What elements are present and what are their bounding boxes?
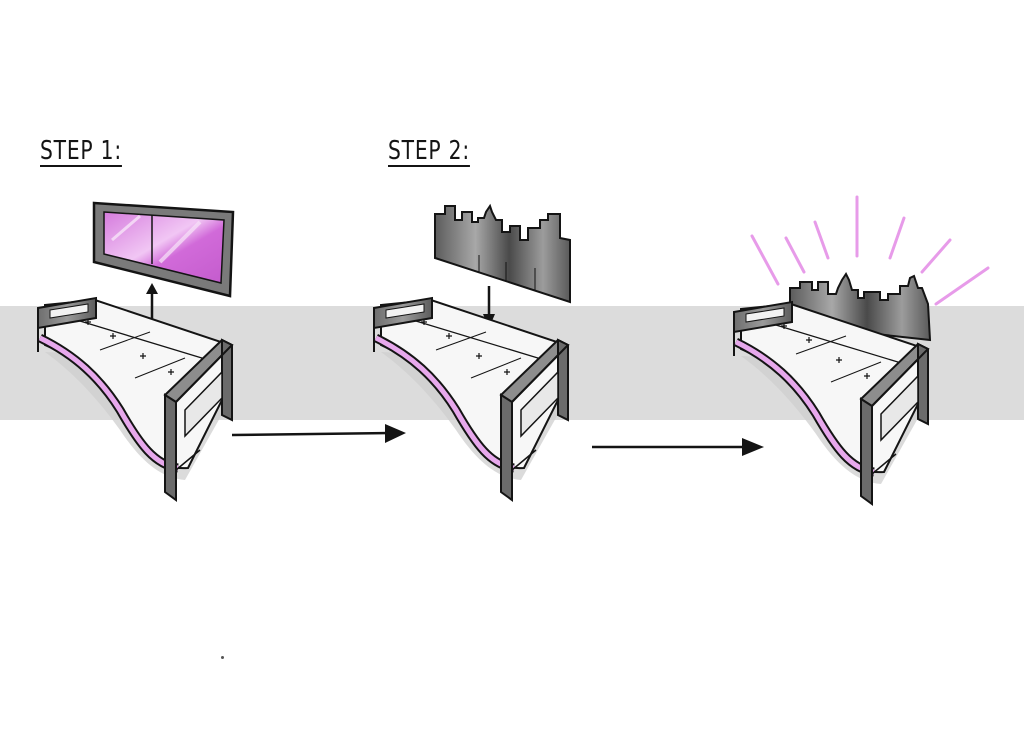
up-arrow-icon — [146, 283, 158, 322]
glow-rays-icon — [750, 195, 990, 306]
arrow-icon — [231, 424, 406, 443]
step-2-label: STEP 2: — [388, 136, 470, 166]
skyline-backdrop-icon — [789, 272, 932, 342]
curved-desk-icon-2 — [374, 298, 568, 500]
skyline-panel-icon — [434, 203, 571, 304]
window-panel-icon — [92, 201, 235, 298]
curved-desk-icon — [38, 298, 232, 500]
arrow-icon-2 — [592, 438, 764, 456]
stray-dot — [221, 656, 224, 659]
step-1-label: STEP 1: — [40, 136, 122, 166]
